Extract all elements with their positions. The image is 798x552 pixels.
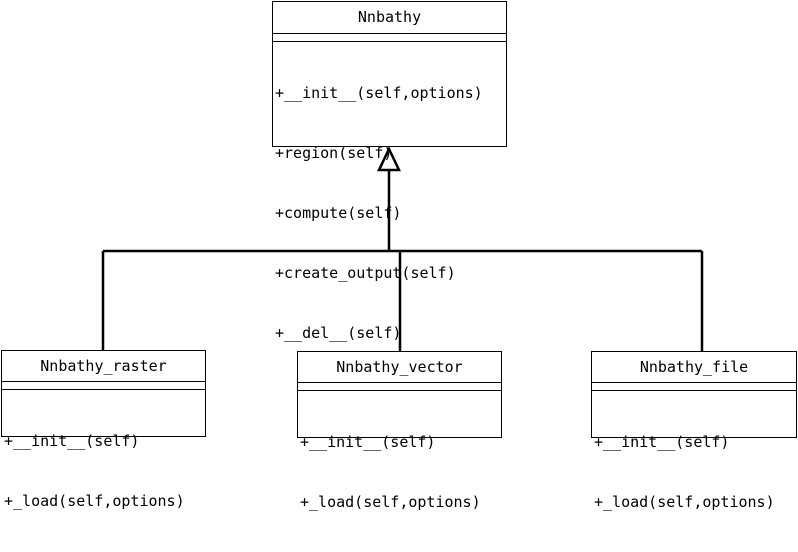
attributes-compartment — [2, 382, 205, 390]
class-name: Nnbathy_file — [592, 352, 796, 383]
operation: +_load(self,options) — [300, 493, 481, 511]
operation: +__init__(self,options) — [275, 84, 483, 102]
class-nnbathy-file: Nnbathy_file +__init__(self) +_load(self… — [591, 351, 797, 511]
operation: +_load(self,options) — [4, 492, 185, 510]
inheritance-connectors — [101, 146, 704, 351]
class-nnbathy: Nnbathy +__init__(self,options) +region(… — [272, 1, 507, 342]
operation: +__init__(self) — [300, 433, 436, 451]
operations-compartment: +__init__(self) +_load(self,options) — [298, 391, 501, 552]
operations-compartment: +__init__(self) +_load(self,options) — [2, 390, 205, 551]
operation: +__init__(self) — [4, 432, 140, 450]
operation: +__del__(self) — [275, 324, 402, 342]
operation: +__init__(self) — [594, 433, 730, 451]
operation: +_load(self,options) — [594, 493, 775, 511]
generalization-arrowhead — [377, 146, 401, 172]
class-name: Nnbathy_raster — [2, 351, 205, 382]
attributes-compartment — [298, 383, 501, 391]
operation: +compute(self) — [275, 204, 402, 222]
class-nnbathy-vector: Nnbathy_vector +__init__(self) +_load(se… — [297, 351, 502, 511]
operation: +create_output(self) — [275, 264, 456, 282]
attributes-compartment — [273, 34, 506, 42]
attributes-compartment — [592, 383, 796, 391]
class-name: Nnbathy_vector — [298, 352, 501, 383]
operations-compartment: +__init__(self) +_load(self,options) — [592, 391, 796, 552]
class-name: Nnbathy — [273, 2, 506, 34]
class-nnbathy-raster: Nnbathy_raster +__init__(self) +_load(se… — [1, 350, 206, 510]
operations-compartment: +__init__(self,options) +region(self) +c… — [273, 42, 506, 383]
operation: +region(self) — [275, 144, 393, 162]
